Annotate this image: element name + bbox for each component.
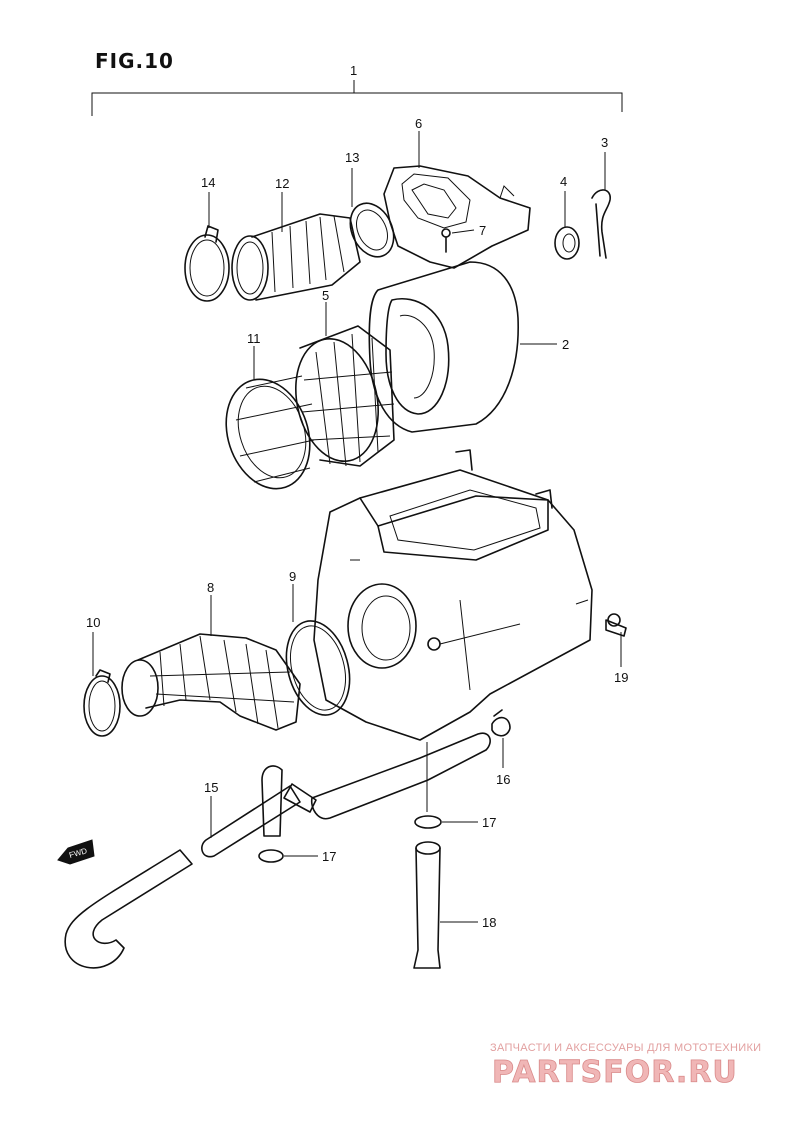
watermark: ЗАПЧАСТИ И АКСЕССУАРЫ ДЛЯ МОТОТЕХНИКИ PA…: [490, 1042, 761, 1090]
callout-16: 16: [496, 772, 510, 787]
callout-labels: 1 2 3 4 5 6 7 8 9 10 11 12 13 14 15 16 1…: [86, 63, 628, 930]
callout-6: 6: [415, 116, 422, 131]
part-7-screw: [441, 228, 475, 253]
callout-17-upper: 17: [482, 815, 496, 830]
figure-title: FIG.10: [95, 49, 174, 73]
part-4-grommet: [554, 191, 580, 260]
part-19-bolt: [605, 613, 627, 667]
callout-10: 10: [86, 615, 100, 630]
callout-19: 19: [614, 670, 628, 685]
part-8-intake-boot: [121, 595, 301, 731]
callout-13: 13: [345, 150, 359, 165]
callout-1: 1: [350, 63, 357, 78]
callout-15: 15: [204, 780, 218, 795]
callout-8: 8: [207, 580, 214, 595]
assembly-bracket: [91, 80, 623, 116]
part-10-clamp: [83, 632, 121, 737]
callout-12: 12: [275, 176, 289, 191]
part-13-ring: [349, 168, 395, 258]
callout-17-lower: 17: [322, 849, 336, 864]
part-6-filter-cover: [383, 131, 531, 269]
callout-11: 11: [247, 331, 261, 346]
callout-5: 5: [322, 288, 329, 303]
part-2-filter-element: [368, 261, 557, 433]
air-cleaner-case: [313, 449, 593, 741]
part-3-clip: [591, 152, 611, 259]
callout-18: 18: [482, 915, 496, 930]
part-5-filter-cage: [295, 302, 395, 467]
part-11-foam-ring: [225, 346, 315, 490]
watermark-brand: PARTSFOR.RU: [492, 1055, 738, 1090]
part-14-clamp: [184, 192, 230, 302]
callout-4: 4: [560, 174, 567, 189]
callout-9: 9: [289, 569, 296, 584]
part-18-drain-tube: [413, 841, 478, 969]
callout-2: 2: [562, 337, 569, 352]
callout-7: 7: [479, 223, 486, 238]
part-17-clip-lower: [258, 849, 318, 863]
callout-14: 14: [201, 175, 215, 190]
part-12-intake-duct: [231, 192, 361, 301]
watermark-tagline: ЗАПЧАСТИ И АКСЕССУАРЫ ДЛЯ МОТОТЕХНИКИ: [490, 1042, 761, 1054]
callout-3: 3: [601, 135, 608, 150]
part-17-clip-upper: [414, 815, 478, 829]
drain-hoses: [64, 732, 491, 969]
part-16-clamp: [491, 709, 511, 768]
forward-direction-arrow: FWD: [57, 839, 95, 865]
